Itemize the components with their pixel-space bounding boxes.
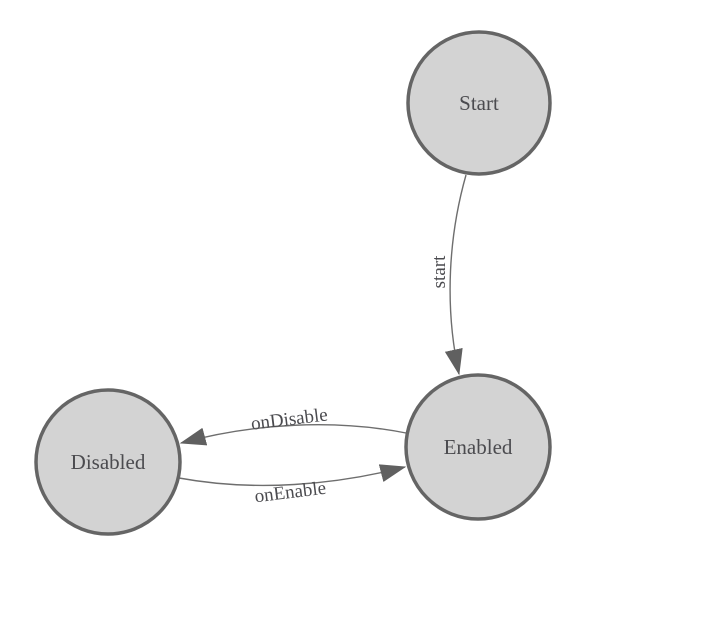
- state-label-start: Start: [459, 91, 499, 115]
- transition-label-disabled-to-enabled: onEnable: [253, 478, 327, 508]
- state-node-start[interactable]: Start: [406, 30, 552, 176]
- state-circle-disabled[interactable]: [34, 388, 182, 536]
- state-circle-start[interactable]: [406, 30, 552, 176]
- transition-edge-disabled-to-enabled: [178, 464, 407, 487]
- state-node-enabled[interactable]: Enabled: [404, 373, 552, 521]
- transition-label-start-to-enabled: start: [429, 255, 450, 288]
- state-label-enabled: Enabled: [444, 435, 513, 459]
- state-node-disabled[interactable]: Disabled: [34, 388, 182, 536]
- state-circle-enabled[interactable]: [404, 373, 552, 521]
- transitions-layer: start onDisable onEnable: [178, 174, 467, 508]
- transition-label-enabled-to-disabled: onDisable: [250, 404, 329, 434]
- transition-edge-enabled-to-disabled: [179, 424, 407, 446]
- transition-edge-start-to-enabled: [444, 174, 467, 376]
- state-label-disabled: Disabled: [71, 450, 146, 474]
